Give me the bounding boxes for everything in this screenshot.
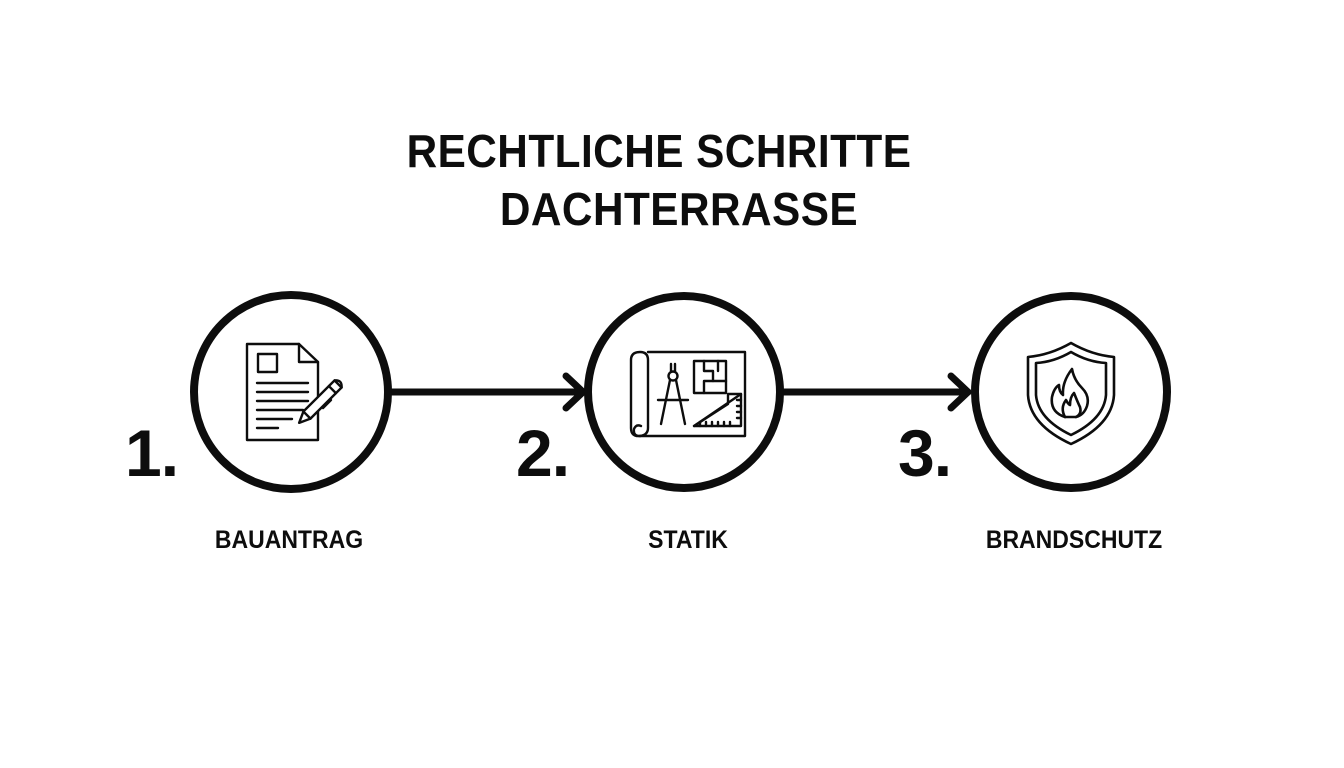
step-2-label: STATIK xyxy=(648,526,728,554)
blueprint-compass-icon xyxy=(629,350,747,438)
shield-fire-icon xyxy=(1026,341,1116,446)
step-3-node xyxy=(971,292,1171,492)
step-3-number: 3. xyxy=(898,416,952,490)
document-pen-icon xyxy=(245,342,343,442)
title-line-2: DACHTERRASSE xyxy=(499,183,859,235)
arrow-right-icon xyxy=(778,372,972,412)
step-3-label: BRANDSCHUTZ xyxy=(985,526,1163,554)
step-1-number: 1. xyxy=(125,416,179,490)
step-1-node xyxy=(190,291,392,493)
arrow-right-icon xyxy=(388,372,587,412)
step-2-number: 2. xyxy=(516,416,570,490)
step-1-label: BAUANTRAG xyxy=(214,526,364,554)
step-2-node xyxy=(584,292,784,492)
title-line-1: RECHTLICHE SCHRITTE xyxy=(406,125,912,177)
